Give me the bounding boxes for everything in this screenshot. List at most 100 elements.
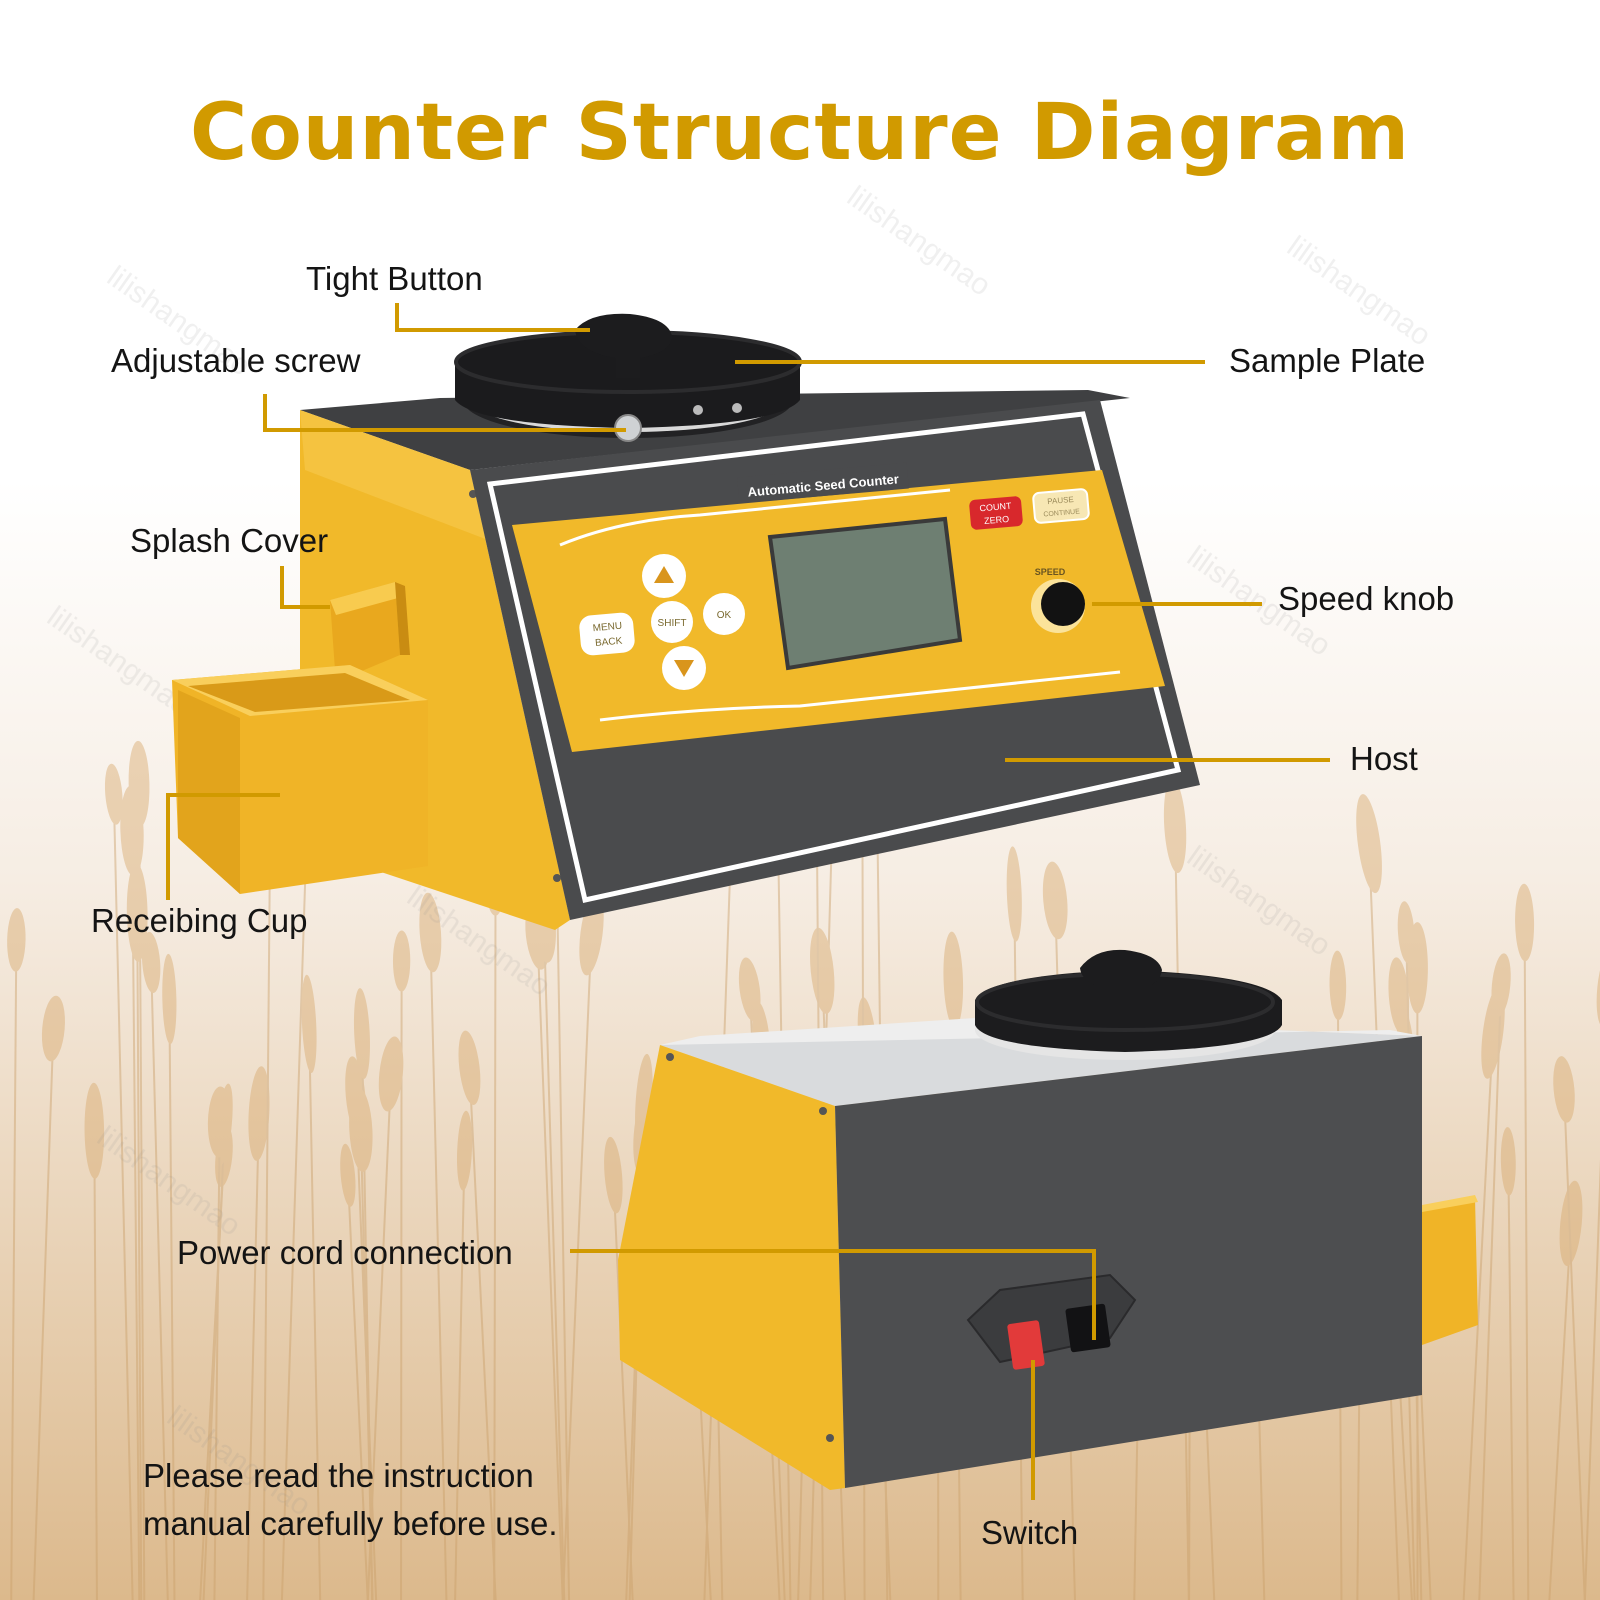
nav-buttons: MENU BACK SHIFT OK [578, 554, 745, 690]
brand-plate [737, 462, 909, 504]
wheat-ear [1406, 922, 1428, 1014]
wheat-stalk [112, 794, 134, 1600]
wheat-ear [162, 953, 177, 1045]
wheat-ear [349, 1088, 373, 1172]
count-label: COUNT [979, 501, 1012, 514]
leader-splash-cover [280, 566, 330, 609]
speed-knob[interactable] [1041, 582, 1085, 626]
wheat-stalk [1548, 1223, 1572, 1600]
wheat-ear [353, 988, 370, 1079]
wheat-stalk [202, 1124, 226, 1600]
wheat-ear [1329, 950, 1347, 1021]
wheat-stalk [1523, 922, 1530, 1600]
wheat-ear [1553, 1056, 1575, 1123]
wheat-ear [1397, 901, 1415, 964]
usage-note: Please read the instruction manual caref… [143, 1452, 558, 1548]
wheat-stalk [359, 1129, 374, 1600]
up-arrow-icon [654, 566, 674, 583]
wheat-ear [1163, 778, 1187, 873]
wheat-ear [104, 763, 123, 825]
wheat-stalk [246, 1113, 260, 1600]
wheat-ear [810, 927, 835, 1014]
label-host: Host [1350, 740, 1418, 777]
wheat-ear [41, 995, 65, 1062]
back-label: BACK [595, 636, 623, 649]
ok-button[interactable] [703, 593, 745, 635]
wheat-ear [378, 1036, 404, 1112]
wheat-stalk [280, 785, 310, 1600]
power-cord-socket [1065, 1303, 1111, 1353]
down-arrow-icon [674, 660, 694, 677]
power-switch [1007, 1320, 1045, 1370]
wheat-stalk [138, 783, 146, 1600]
wheat-stalk [555, 875, 571, 1600]
pause-label: PAUSE [1047, 495, 1074, 506]
wheat-ear [248, 1066, 270, 1161]
wheat-stalk [366, 1073, 393, 1600]
wheat-ear [215, 1126, 233, 1187]
wheat-stalk [10, 939, 18, 1600]
wheat-ear [7, 908, 26, 972]
wheat-stalk [1462, 1032, 1495, 1600]
wheat-stalk [199, 1156, 225, 1600]
wheat-stalk [493, 881, 497, 1600]
wheat-ear [943, 931, 964, 1028]
wheat-stalk [150, 962, 169, 1600]
wheat-ear [1500, 1127, 1516, 1196]
label-power-cord: Power cord connection [177, 1234, 513, 1271]
wheat-stalk [168, 999, 176, 1600]
label-tight-button: Tight Button [306, 260, 483, 297]
count-zero-button[interactable] [969, 496, 1023, 530]
wheat-ear [604, 1136, 623, 1214]
zero-label: ZERO [984, 514, 1010, 526]
leader-receiving-cup [166, 793, 280, 900]
wheat-ear [301, 974, 317, 1073]
lcd-screen [767, 516, 963, 671]
menu-label: MENU [592, 621, 622, 635]
wheat-ear [1515, 883, 1535, 962]
ok-label: OK [717, 610, 732, 621]
wheat-ear [207, 1086, 232, 1158]
wheat-ear [392, 930, 411, 992]
wheat-ear [458, 1030, 481, 1105]
wheat-ear [419, 892, 442, 973]
pause-continue-button[interactable] [1032, 488, 1090, 524]
wheat-ear [738, 957, 761, 1022]
wheat-ear [1356, 794, 1382, 894]
menu-back-button[interactable] [578, 612, 635, 657]
wheat-stalk [542, 920, 566, 1600]
wheat-stalk [213, 1121, 221, 1600]
wheat-stalk [354, 1095, 378, 1600]
shift-label: SHIFT [658, 618, 687, 629]
wheat-stalk [561, 933, 593, 1600]
wheat-ear [1481, 986, 1505, 1079]
wheat-ear [120, 785, 144, 876]
wheat-ear [126, 863, 148, 962]
wheat-stalk [360, 1033, 374, 1600]
wheat-stalk [429, 932, 448, 1600]
label-speed-knob: Speed knob [1278, 580, 1455, 617]
rear-back-face [835, 1036, 1422, 1488]
label-sample-plate: Sample Plate [1229, 342, 1426, 379]
rear-side-panel [618, 1045, 845, 1490]
sample-plate [455, 330, 800, 428]
rear-unit [618, 949, 1478, 1490]
wheat-ear [1388, 957, 1410, 1034]
wheat-ear [1006, 846, 1022, 942]
wheat-stalk [400, 961, 403, 1600]
wheat-stalk [308, 1023, 322, 1600]
wheat-ear [84, 1082, 105, 1179]
label-splash-cover: Splash Cover [130, 522, 329, 559]
page-title: Counter Structure Diagram [189, 88, 1411, 178]
wheat-stalk [1507, 1161, 1515, 1600]
wheat-stalk [454, 1150, 466, 1600]
wheat-stalk [1478, 984, 1503, 1600]
wheat-stalk [468, 1067, 497, 1600]
leader-power-cord [570, 1249, 1096, 1340]
front-unit: Automatic Seed Counter MENU BACK SHIFT O… [172, 313, 1200, 930]
wheat-ear [1559, 1180, 1583, 1267]
shift-button[interactable] [651, 601, 693, 643]
usage-note-line-1: Please read the instruction [143, 1457, 534, 1494]
